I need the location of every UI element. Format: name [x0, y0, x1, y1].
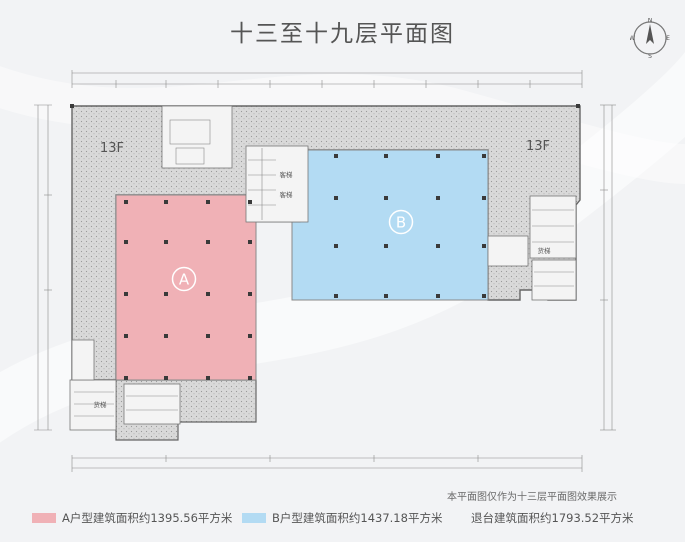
legend-label-a: A户型建筑面积约1395.56平方米: [62, 511, 233, 525]
floor-label-left: 13F: [100, 141, 124, 156]
page-title: 十三至十九层平面图: [230, 21, 455, 47]
stair-label-2: 客梯: [280, 190, 294, 199]
compass-n: N: [648, 18, 653, 24]
core-rooms: [69, 105, 577, 431]
plan-note: 本平面图仅作为十三层平面图效果展示: [447, 492, 617, 503]
freight-label-2: 货梯: [94, 400, 108, 409]
unit-b-marker: B: [388, 209, 414, 235]
floor-label-right: 13F: [526, 139, 550, 154]
legend-swatch-a: [32, 513, 56, 523]
legend-terrace: 退台建筑面积约1793.52平方米: [471, 510, 634, 526]
unit-b-label: B: [396, 214, 406, 232]
legend-unit-a: A户型建筑面积约1395.56平方米: [32, 510, 232, 526]
stair-label-1: 客梯: [280, 170, 294, 179]
compass-w: W: [630, 35, 635, 42]
compass-icon: N E S W: [630, 18, 670, 58]
unit-a-marker: A: [171, 266, 197, 292]
legend-unit-b: B户型建筑面积约1437.18平方米: [242, 510, 442, 526]
unit-a-label: A: [179, 271, 190, 289]
unit-a-area: [115, 194, 293, 381]
compass-e: E: [666, 35, 670, 42]
dimension-lines: [37, 72, 613, 469]
legend-label-terrace: 退台建筑面积约1793.52平方米: [471, 511, 634, 525]
core-details: [74, 119, 574, 417]
freight-label-1: 货梯: [538, 246, 552, 255]
columns: [70, 104, 580, 380]
compass-s: S: [648, 53, 652, 58]
legend-swatch-b: [242, 513, 266, 523]
legend-label-b: B户型建筑面积约1437.18平方米: [272, 511, 443, 525]
dimension-ticks: [34, 70, 616, 472]
